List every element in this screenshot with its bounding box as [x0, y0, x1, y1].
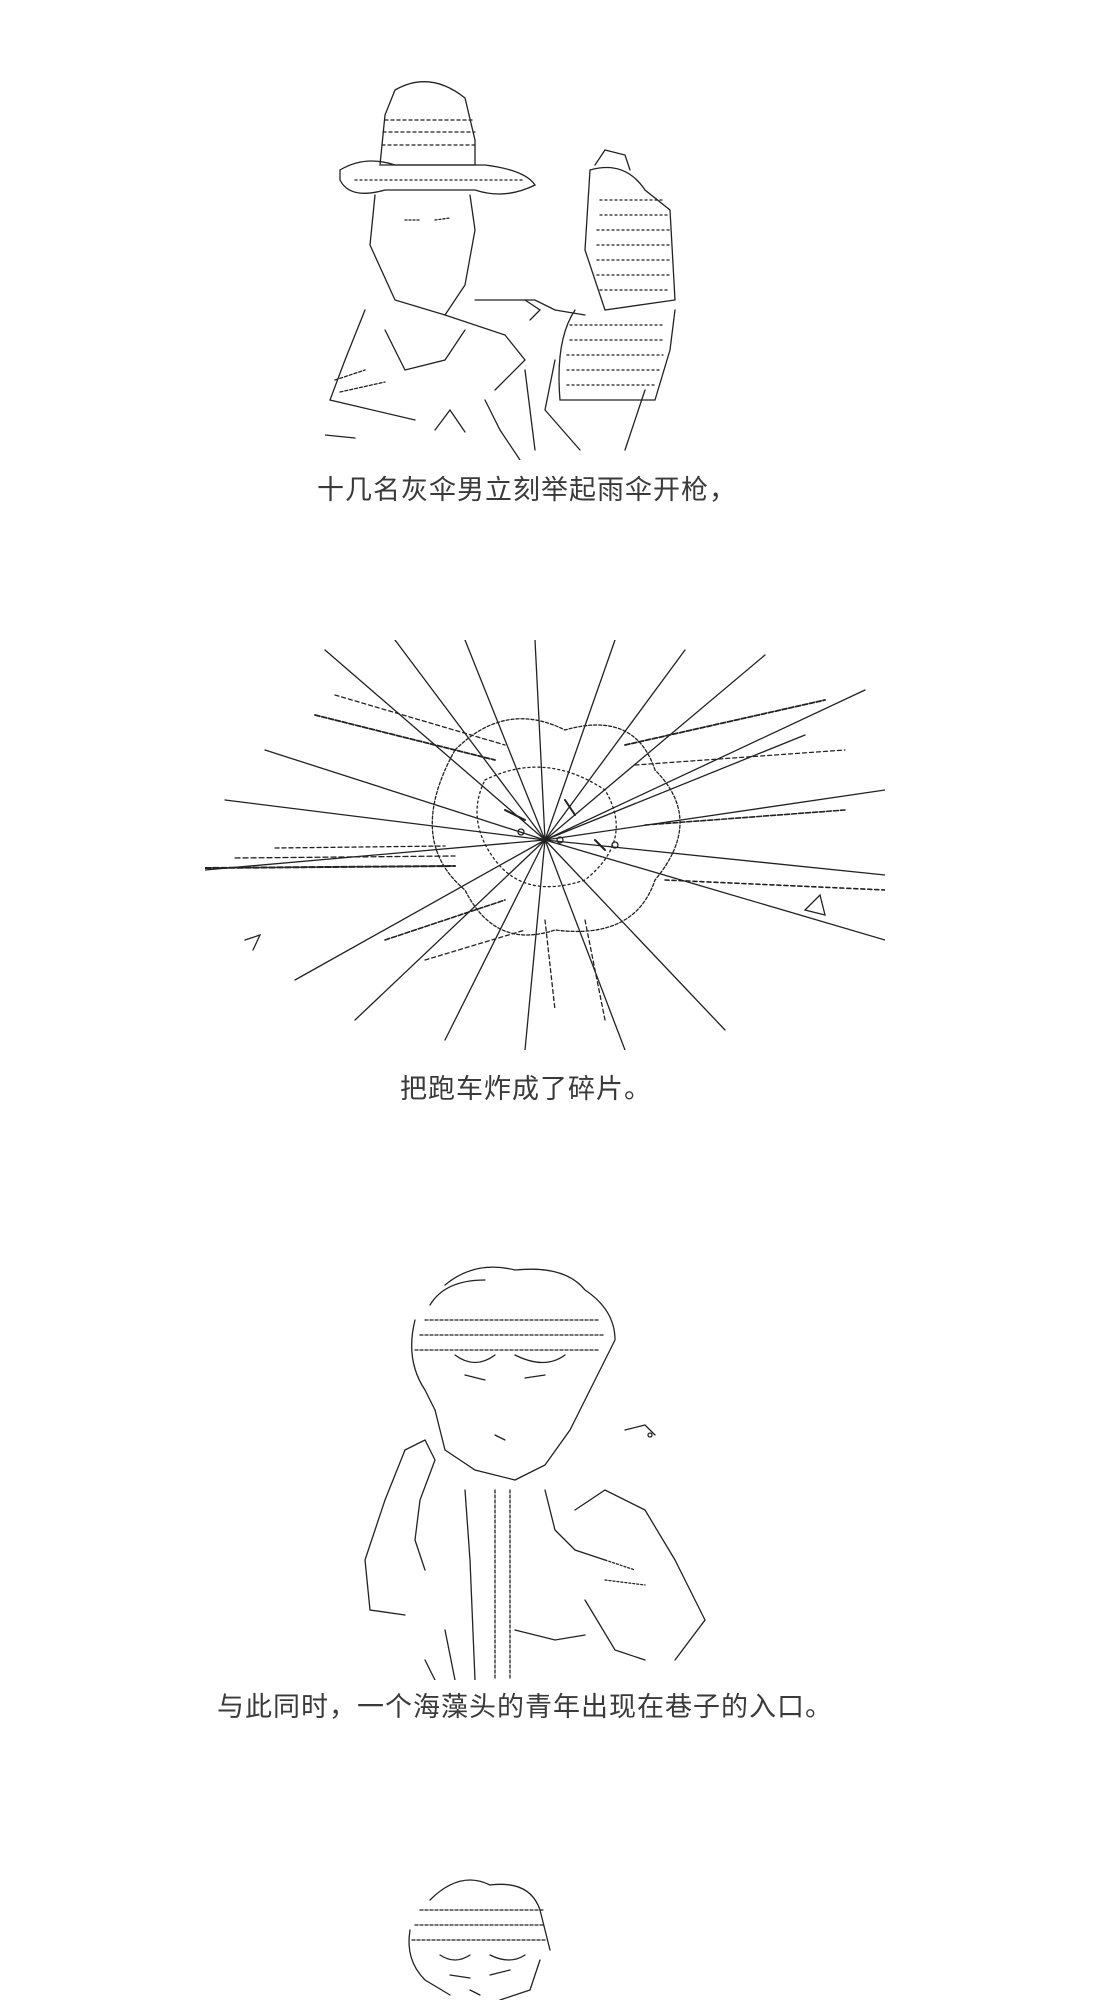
caption-panel-2: 把跑车炸成了碎片。 — [400, 1074, 652, 1105]
panel-3: 与此同时，一个海藻头的青年出现在巷子的入口。 — [0, 1250, 1100, 1770]
ascii-art-gangsters — [325, 70, 755, 460]
panel-1: 十几名灰伞男立刻举起雨伞开枪， — [0, 0, 1100, 520]
caption-panel-3: 与此同时，一个海藻头的青年出现在巷子的入口。 — [217, 1692, 833, 1723]
ascii-art-youth-closeup — [390, 1870, 570, 2000]
ascii-art-seaweed-hair-youth — [345, 1260, 745, 1680]
caption-panel-1: 十几名灰伞男立刻举起雨伞开枪， — [317, 475, 737, 506]
panel-2: 把跑车炸成了碎片。 — [0, 600, 1100, 1120]
panel-4 — [0, 1850, 1100, 2000]
ascii-art-explosion — [205, 640, 885, 1050]
